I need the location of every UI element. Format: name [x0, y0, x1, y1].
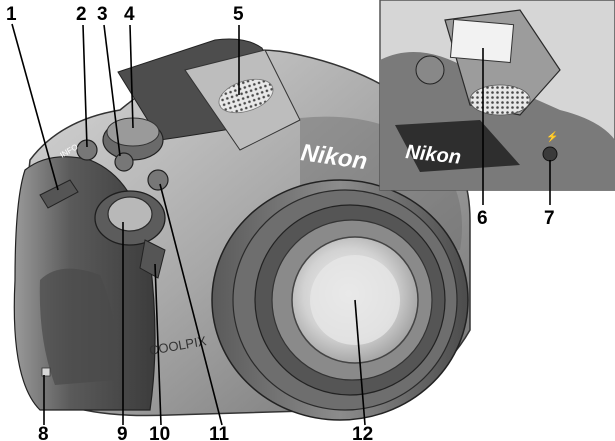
- callout-3: 3: [97, 4, 108, 25]
- grip-texture: [39, 268, 116, 385]
- callout-10: 10: [149, 424, 170, 441]
- leader-12: [354, 299, 366, 426]
- callout-9: 9: [117, 424, 128, 441]
- leader-1: [11, 23, 59, 191]
- inset-dial: [415, 55, 445, 85]
- callout-7: 7: [544, 208, 555, 229]
- leader-10: [154, 263, 162, 426]
- leader-4: [129, 24, 134, 129]
- leader-lines: [11, 23, 551, 426]
- callout-2: 2: [76, 4, 87, 25]
- self-timer-lamp: [41, 367, 51, 377]
- callout-11: 11: [209, 424, 230, 441]
- wifi-button: [114, 152, 134, 172]
- shutter-release-button: [107, 196, 153, 232]
- leader-3: [103, 24, 121, 157]
- flash-icon: ⚡: [546, 130, 558, 143]
- callout-1: 1: [6, 4, 17, 25]
- side-zoom-control: [139, 239, 166, 279]
- callout-numbers: 1 2 3 4 5 6 7 8 9 10 11 12: [6, 4, 555, 441]
- microphone-grille: [218, 78, 274, 114]
- callout-12: 12: [352, 424, 373, 441]
- inset-front: [395, 120, 520, 172]
- callout-8: 8: [38, 424, 49, 441]
- leader-11: [159, 183, 223, 426]
- flash-pop-up-control: [542, 146, 558, 162]
- movie-record-button: [147, 169, 169, 191]
- callout-4: 4: [124, 4, 135, 25]
- flash-window: [449, 18, 515, 64]
- inset-grille: [469, 84, 531, 116]
- callout-6: 6: [477, 208, 488, 229]
- callout-5: 5: [233, 4, 244, 25]
- power-switch: [39, 179, 79, 209]
- flash-inset: Nikon ⚡: [379, 0, 615, 191]
- leader-2: [82, 24, 88, 148]
